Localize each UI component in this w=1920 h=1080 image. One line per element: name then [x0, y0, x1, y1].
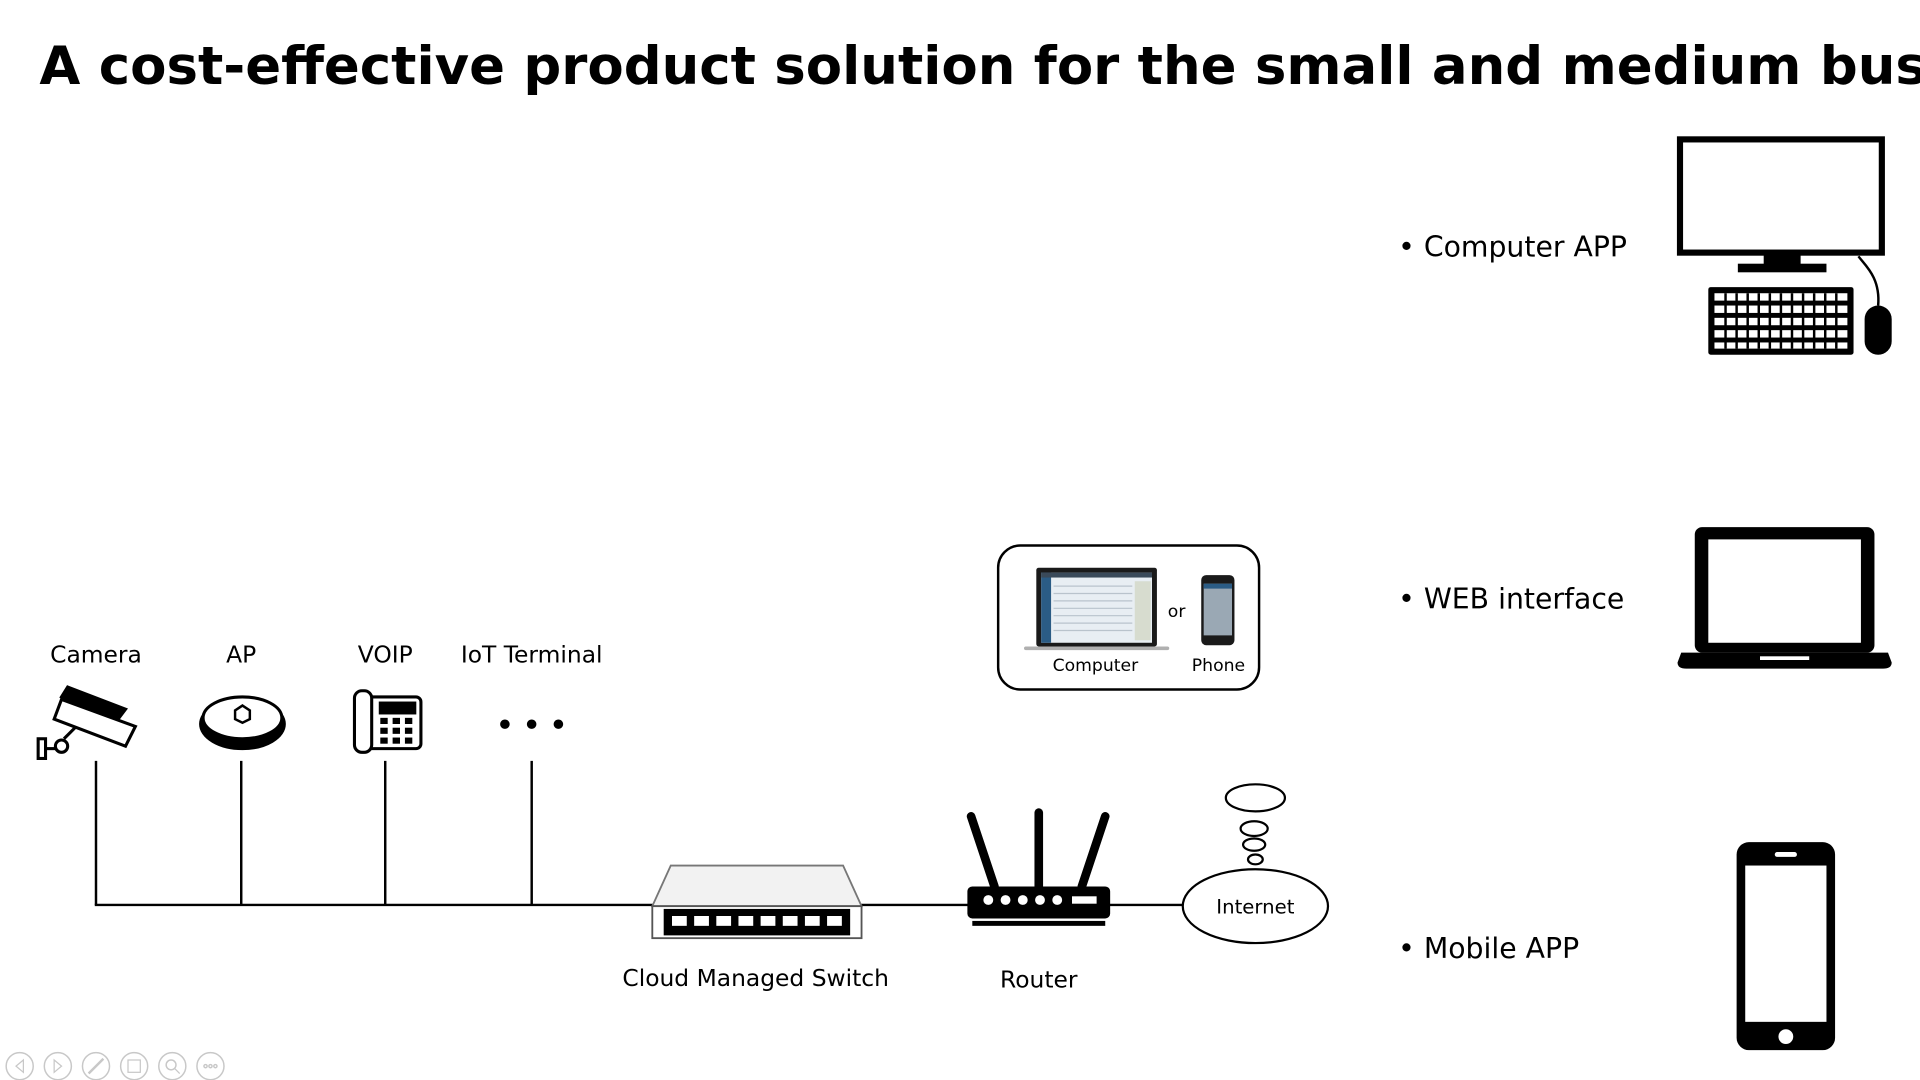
next-button[interactable] — [43, 1051, 73, 1080]
computer-label: Computer — [1053, 656, 1140, 676]
router-icon — [966, 808, 1111, 926]
voip-phone-icon — [352, 689, 423, 754]
ap-label: AP — [226, 640, 256, 668]
voip-label: VOIP — [358, 640, 413, 668]
laptop-screenshot-icon — [1024, 567, 1170, 651]
mobile-app-label: • Mobile APP — [1398, 932, 1579, 965]
computer-app-label: • Computer APP — [1398, 230, 1627, 263]
desktop-computer-icon — [1676, 136, 1892, 355]
router-label: Router — [1000, 965, 1078, 993]
phone-screenshot-icon — [1201, 575, 1235, 646]
more-options-button[interactable] — [196, 1051, 225, 1080]
pen-button[interactable] — [81, 1051, 111, 1080]
camera-label: Camera — [50, 640, 142, 668]
zoom-button[interactable] — [158, 1051, 187, 1080]
or-label: or — [1168, 602, 1187, 622]
internet-cloud-icon — [1181, 783, 1330, 945]
slide-title: A cost-effective product solution for th… — [39, 36, 1920, 97]
camera-icon — [36, 685, 138, 760]
see-all-slides-button[interactable] — [119, 1051, 149, 1080]
network-lines — [94, 760, 1183, 907]
access-point-icon — [199, 695, 286, 751]
internet-label: Internet — [1216, 896, 1294, 919]
web-interface-label: • WEB interface — [1398, 582, 1624, 615]
iot-terminal-label: IoT Terminal — [461, 640, 603, 668]
smartphone-icon — [1736, 842, 1836, 1051]
previous-button[interactable] — [5, 1051, 34, 1080]
cloud-managed-switch-icon — [650, 864, 863, 940]
slideshow-controls — [5, 1051, 225, 1080]
phone-label: Phone — [1192, 656, 1245, 676]
more-devices-ellipsis: • • • — [496, 710, 567, 741]
laptop-icon — [1677, 527, 1892, 669]
switch-label: Cloud Managed Switch — [622, 964, 889, 992]
access-methods-box: or Computer Phone — [996, 544, 1261, 691]
